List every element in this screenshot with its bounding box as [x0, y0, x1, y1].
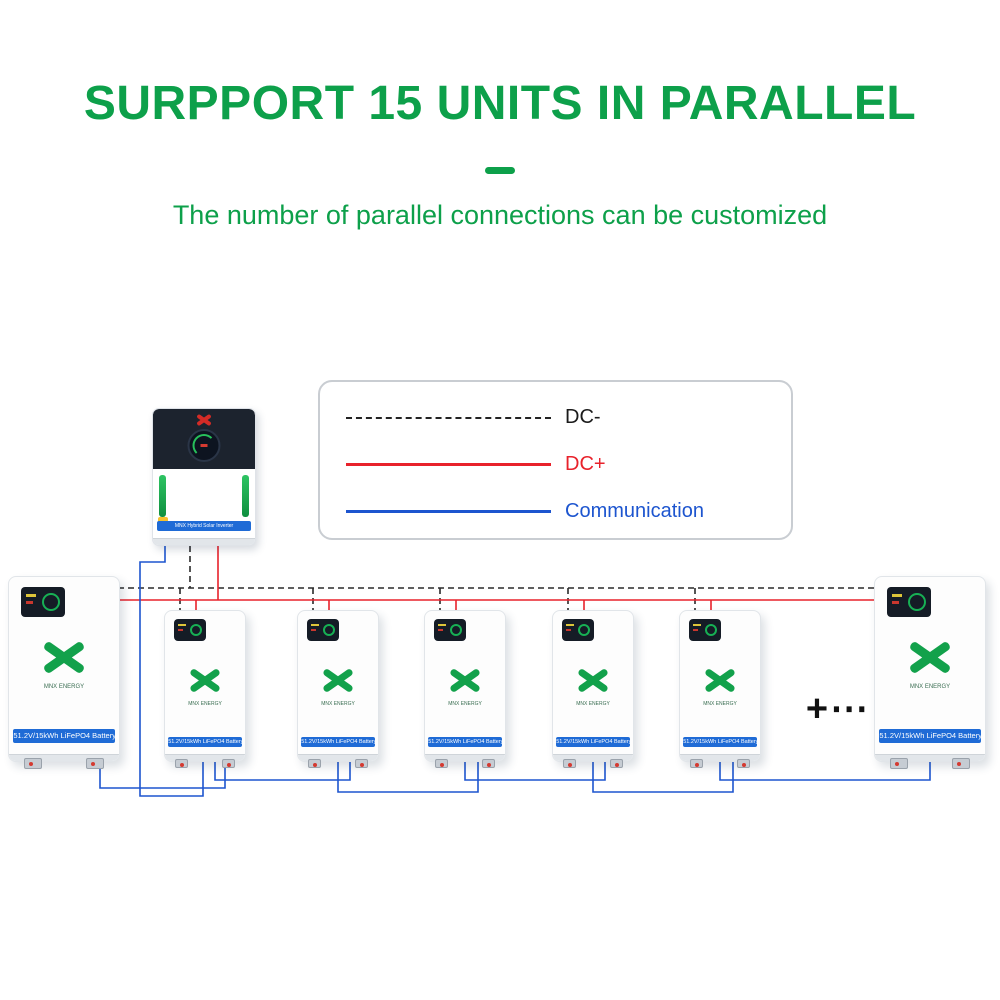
battery-display — [562, 619, 594, 641]
battery-terminal — [86, 758, 105, 769]
battery-label: 51.2V/15kWh LiFePO4 Battery — [168, 737, 242, 747]
brand-text: MNX ENERGY — [188, 701, 222, 707]
battery-display — [21, 587, 65, 617]
more-units-indicator: +⋯ — [805, 688, 871, 730]
dc-plus-wire — [120, 546, 874, 610]
legend-label-dc-minus: DC- — [565, 406, 601, 428]
inverter-label: MNX Hybrid Solar Inverter — [157, 521, 251, 531]
dc-minus-wire — [118, 546, 876, 610]
inverter-body: MNX Hybrid Solar Inverter — [152, 408, 256, 546]
mnx-logo-icon — [703, 667, 737, 693]
battery-unit: MNX ENERGY 51.2V/15kWh LiFePO4 Battery — [874, 576, 986, 769]
mnx-logo-icon — [321, 667, 355, 693]
brand-text: MNX ENERGY — [321, 701, 355, 707]
soc-ring-icon — [908, 593, 926, 611]
led-bar-icon — [159, 475, 166, 517]
battery-terminal — [481, 759, 495, 768]
brand-text: MNX ENERGY — [703, 701, 737, 707]
soc-ring-icon — [450, 624, 462, 636]
battery-display — [307, 619, 339, 641]
mnx-logo-icon — [41, 641, 87, 675]
soc-ring-icon — [705, 624, 717, 636]
soc-ring-icon — [578, 624, 590, 636]
battery-terminal — [308, 759, 322, 768]
battery-base — [9, 754, 119, 761]
battery-terminal — [952, 758, 971, 769]
battery-label: 51.2V/15kWh LiFePO4 Battery — [556, 737, 630, 747]
battery-label: 51.2V/15kWh LiFePO4 Battery — [428, 737, 502, 747]
battery-unit: MNX ENERGY 51.2V/15kWh LiFePO4 Battery — [679, 610, 761, 768]
mnx-logo-icon — [448, 667, 482, 693]
battery-terminal — [563, 759, 577, 768]
battery-terminal — [736, 759, 750, 768]
led-bar-icon — [242, 475, 249, 517]
dc-minus-line-sample — [346, 416, 551, 419]
battery-unit: MNX ENERGY 51.2V/15kWh LiFePO4 Battery — [552, 610, 634, 768]
brand-text: MNX ENERGY — [448, 701, 482, 707]
inverter-base — [153, 538, 255, 545]
soc-ring-icon — [42, 593, 60, 611]
battery-unit: MNX ENERGY 51.2V/15kWh LiFePO4 Battery — [8, 576, 120, 769]
battery-label: 51.2V/15kWh LiFePO4 Battery — [683, 737, 757, 747]
battery-display — [689, 619, 721, 641]
battery-unit: MNX ENERGY 51.2V/15kWh LiFePO4 Battery — [164, 610, 246, 768]
legend-label-communication: Communication — [565, 500, 704, 522]
battery-terminal — [175, 759, 189, 768]
mnx-logo-icon — [576, 667, 610, 693]
battery-terminal — [889, 758, 908, 769]
battery-terminal — [690, 759, 704, 768]
battery-label: 51.2V/15kWh LiFePO4 Battery — [13, 729, 115, 743]
legend-box: DC- DC+ Communication — [318, 380, 793, 540]
battery-terminal — [23, 758, 42, 769]
soc-ring-icon — [190, 624, 202, 636]
title-divider — [485, 167, 515, 174]
battery-display — [434, 619, 466, 641]
inverter-display — [187, 429, 221, 462]
battery-unit: MNX ENERGY 51.2V/15kWh LiFePO4 Battery — [297, 610, 379, 768]
legend-row-communication: Communication — [346, 488, 791, 535]
brand-text: MNX ENERGY — [576, 701, 610, 707]
mnx-logo-icon — [907, 641, 953, 675]
battery-unit: MNX ENERGY 51.2V/15kWh LiFePO4 Battery — [424, 610, 506, 768]
inverter-panel — [153, 409, 255, 469]
battery-display — [174, 619, 206, 641]
mnx-logo-icon — [196, 413, 212, 427]
battery-terminal — [354, 759, 368, 768]
page-subtitle: The number of parallel connections can b… — [172, 200, 828, 230]
communication-line-sample — [346, 510, 551, 513]
legend-label-dc-plus: DC+ — [565, 453, 606, 475]
battery-terminal — [435, 759, 449, 768]
battery-display — [887, 587, 931, 617]
brand-text: MNX ENERGY — [43, 683, 85, 690]
inverter-unit: MNX Hybrid Solar Inverter — [152, 408, 256, 546]
brand-text: MNX ENERGY — [909, 683, 951, 690]
battery-label: 51.2V/15kWh LiFePO4 Battery — [301, 737, 375, 747]
battery-terminal — [221, 759, 235, 768]
battery-label: 51.2V/15kWh LiFePO4 Battery — [879, 729, 981, 743]
dc-plus-line-sample — [346, 463, 551, 466]
battery-terminal — [609, 759, 623, 768]
soc-ring-icon — [323, 624, 335, 636]
page-title: SURPPORT 15 UNITS IN PARALLEL — [83, 77, 917, 130]
mnx-logo-icon — [188, 667, 222, 693]
legend-row-dc-plus: DC+ — [346, 441, 791, 488]
legend-row-dc-minus: DC- — [346, 394, 791, 441]
